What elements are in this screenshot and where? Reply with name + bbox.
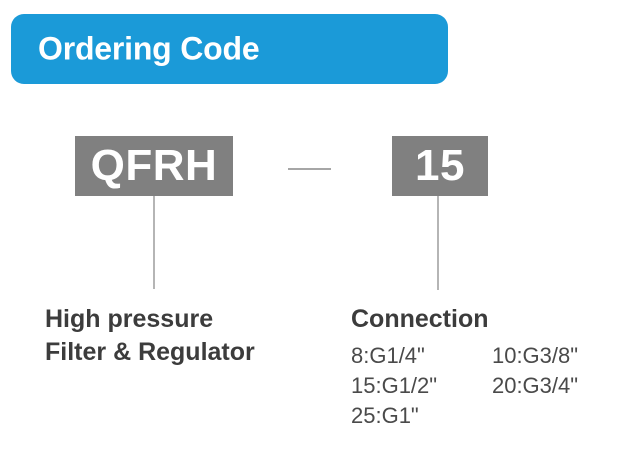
code-box-connection: 15	[392, 136, 488, 196]
table-row: 8:G1/4" 10:G3/8"	[351, 341, 631, 371]
ordering-code-banner: Ordering Code	[11, 14, 448, 84]
table-row: 15:G1/2" 20:G3/4"	[351, 371, 631, 401]
code-box-prefix: QFRH	[75, 136, 233, 196]
table-row: 25:G1"	[351, 401, 631, 431]
option-cell: 10:G3/8"	[491, 343, 579, 368]
prefix-label-line-2: Filter & Regulator	[45, 338, 255, 366]
description-prefix: High pressure Filter & Regulator	[45, 303, 345, 369]
description-connection: Connection 8:G1/4" 10:G3/8" 15:G1/2" 20:…	[351, 303, 631, 431]
option-cell: 8:G1/4"	[351, 343, 425, 368]
leader-line-prefix	[153, 196, 155, 289]
prefix-label-line-1: High pressure	[45, 305, 214, 333]
option-cell: 15:G1/2"	[351, 373, 438, 398]
option-cell: 20:G3/4"	[491, 373, 579, 398]
option-cell	[492, 401, 631, 431]
option-cell: 25:G1"	[351, 403, 419, 428]
leader-line-connection	[437, 196, 439, 290]
connection-options-table: 8:G1/4" 10:G3/8" 15:G1/2" 20:G3/4" 25:G1…	[351, 341, 631, 431]
code-separator-dash	[288, 168, 331, 170]
page-title: Ordering Code	[38, 30, 260, 67]
connection-label: Connection	[351, 305, 489, 333]
